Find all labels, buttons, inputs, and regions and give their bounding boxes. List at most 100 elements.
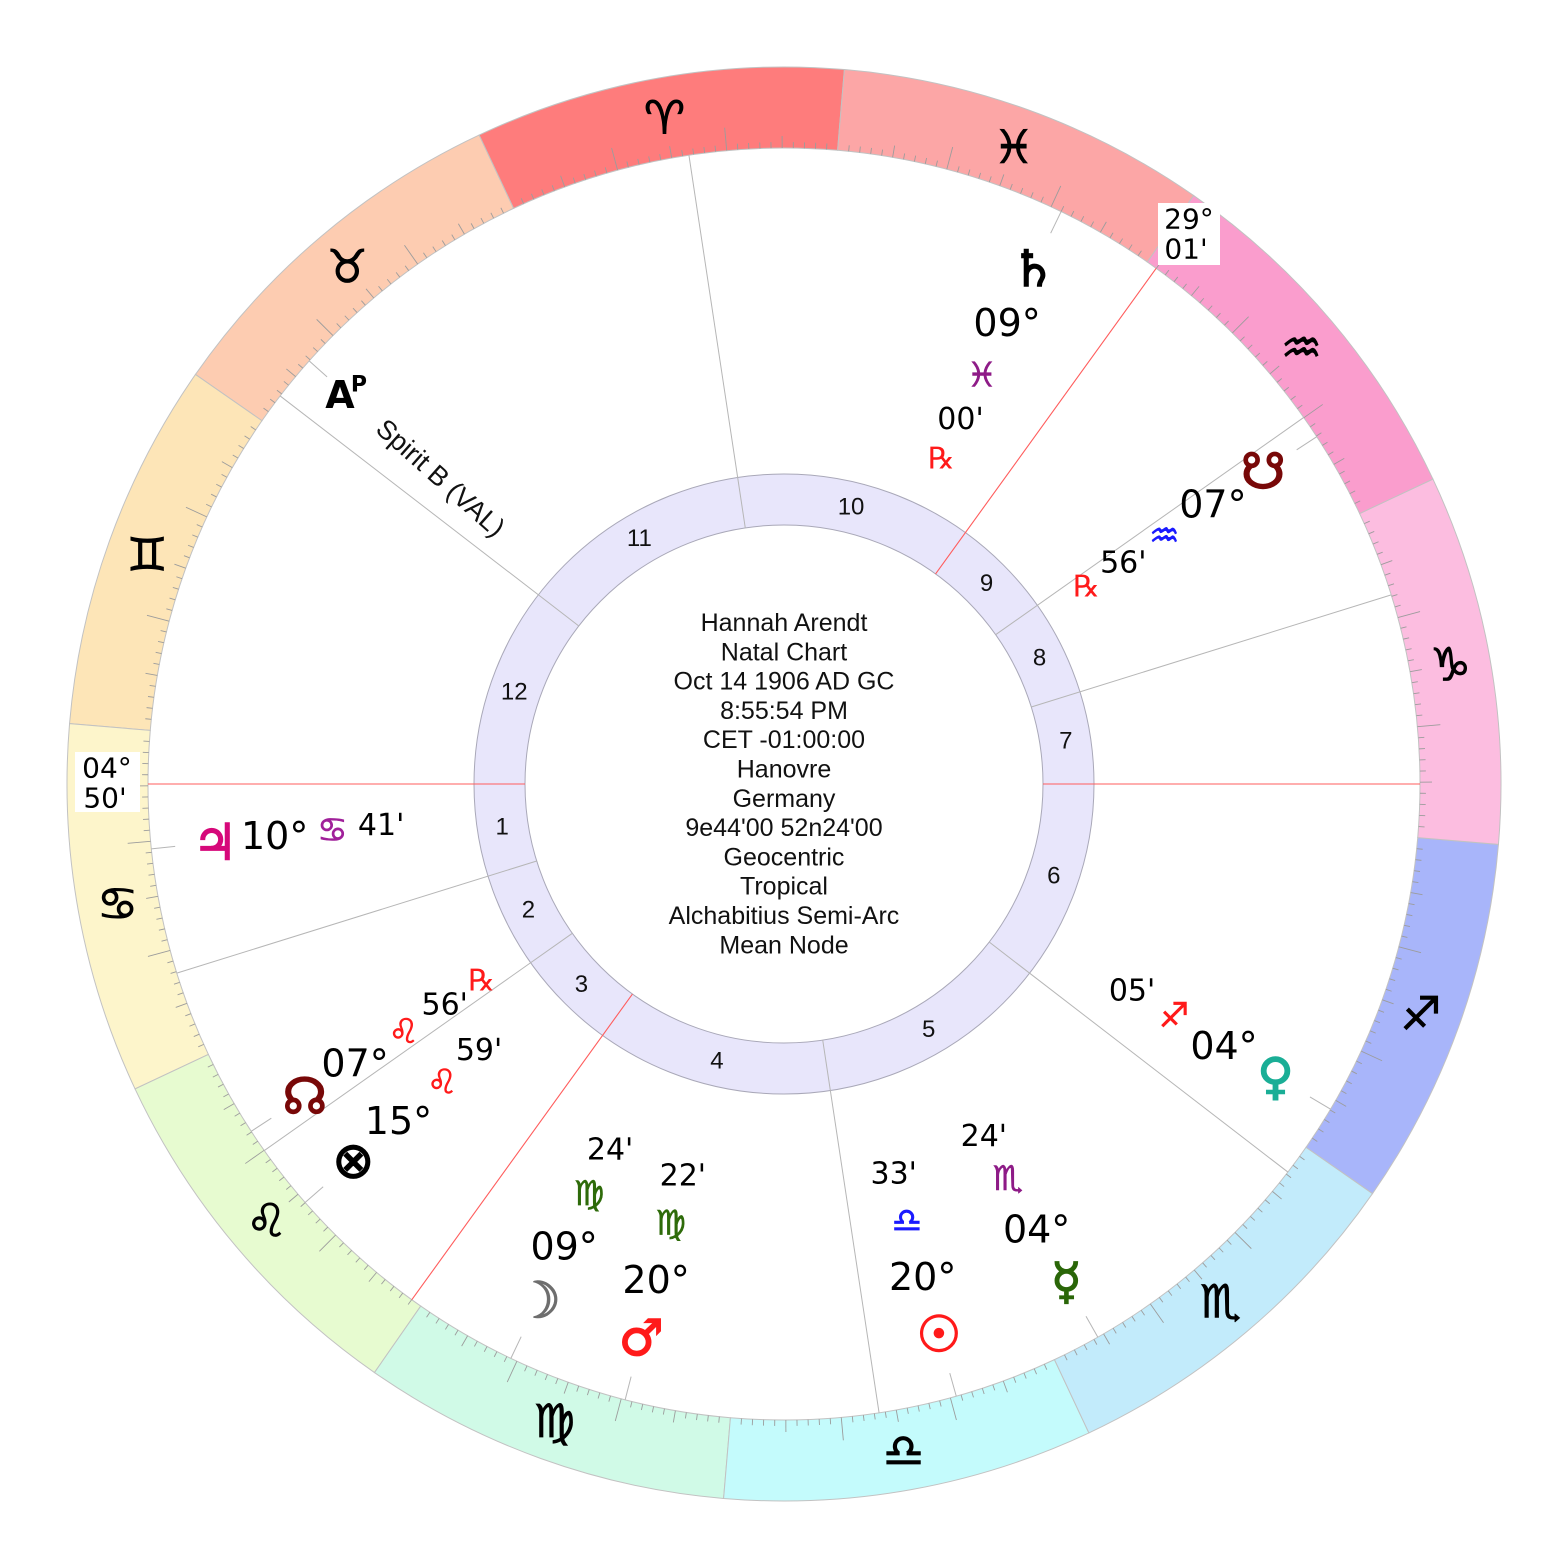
- degree-tick: [608, 1395, 611, 1402]
- midheaven-label-box: [1158, 203, 1220, 265]
- degree-tick: [145, 851, 152, 854]
- degree-tick: [1269, 365, 1280, 375]
- degree-tick: [630, 1401, 633, 1408]
- degree-tick: [662, 1408, 665, 1415]
- ascendant-minute: 50': [83, 782, 126, 815]
- moon-icon: ☽: [516, 1272, 561, 1330]
- house-number-4: 4: [710, 1047, 723, 1074]
- degree-tick: [347, 1250, 352, 1256]
- cusp-line-house-2: [176, 860, 537, 974]
- venus-icon: ♀: [1257, 1047, 1294, 1105]
- degree-tick: [210, 493, 217, 498]
- venus-minute: 05': [1109, 974, 1155, 1009]
- info-line-5: CET -01:00:00: [703, 726, 865, 754]
- degree-tick: [232, 454, 239, 459]
- degree-tick: [288, 1193, 299, 1203]
- degree-tick: [946, 146, 954, 170]
- zodiac-ring: ♈︎♉︎♊︎♋︎♌︎♍︎♎︎♏︎♐︎♑︎♒︎♓︎: [66, 66, 1502, 1502]
- degree-tick: [714, 145, 717, 152]
- info-line-7: Germany: [733, 785, 836, 813]
- part-of-fortune-minute: 59': [456, 1033, 502, 1068]
- degree-tick: [240, 1122, 246, 1127]
- degree-tick: [1109, 232, 1114, 239]
- degree-tick: [1283, 386, 1290, 392]
- degree-tick: [285, 1185, 292, 1190]
- north-node-minute: 56': [422, 988, 468, 1023]
- degree-tick: [1232, 316, 1249, 334]
- degree-tick: [555, 1378, 559, 1385]
- degree-tick: [999, 174, 1005, 186]
- house-number-9: 9: [980, 570, 993, 597]
- degree-tick: [1376, 551, 1383, 555]
- spirit-b-position-marker: [308, 360, 328, 378]
- degree-tick: [146, 895, 159, 899]
- house-number-11: 11: [627, 525, 652, 552]
- degree-tick: [169, 597, 176, 601]
- degree-tick: [1149, 1303, 1164, 1323]
- degree-tick: [150, 884, 157, 887]
- degree-tick: [183, 555, 190, 559]
- degree-tick: [1264, 1199, 1271, 1205]
- point-markers: [151, 211, 1331, 1400]
- degree-tick: [1416, 714, 1423, 717]
- degree-tick: [1103, 1333, 1111, 1345]
- moon-sign-icon: ♍︎: [574, 1174, 604, 1214]
- degree-tick: [160, 630, 167, 633]
- degree-tick: [960, 1394, 964, 1401]
- degree-tick: [355, 1257, 361, 1263]
- point-part-of-fortune: ⊗15°♌︎59': [332, 1033, 503, 1190]
- degree-tick: [177, 992, 184, 996]
- leo-icon: ♌︎: [246, 1194, 287, 1248]
- degree-tick: [1112, 1327, 1117, 1334]
- south-node-icon: ☋: [1241, 443, 1285, 501]
- degree-tick: [1351, 1070, 1358, 1075]
- point-mercury: ☿04°♏︎24': [961, 1119, 1083, 1311]
- degree-tick: [1392, 967, 1399, 971]
- axis-line-house-4: [411, 993, 633, 1301]
- point-saturn: ♄09°♓︎00'℞: [928, 239, 1057, 476]
- degree-tick: [1262, 361, 1268, 366]
- degree-tick: [1404, 924, 1411, 928]
- degree-tick: [146, 707, 153, 709]
- degree-tick: [252, 1140, 259, 1145]
- cusp-line-house-5: [822, 1040, 880, 1413]
- degree-tick: [935, 160, 938, 167]
- point-mars: ♂20°♍︎22': [618, 1159, 706, 1368]
- house-number-8: 8: [1033, 644, 1046, 671]
- saturn-degree: 09°: [973, 301, 1040, 345]
- moon-position-marker: [510, 1336, 522, 1359]
- degree-tick: [614, 1398, 622, 1422]
- degree-tick: [1122, 1322, 1127, 1328]
- degree-tick: [185, 1013, 192, 1017]
- degree-tick: [323, 1226, 329, 1232]
- house-number-2: 2: [522, 897, 535, 924]
- axis-line-house-10: [935, 267, 1157, 575]
- capricorn-icon: ♑︎: [1430, 637, 1471, 691]
- degree-tick: [145, 672, 158, 676]
- degree-tick: [1272, 1191, 1282, 1200]
- degree-tick: [1372, 541, 1379, 545]
- cancer-icon: ♋︎: [97, 877, 138, 931]
- degree-tick: [506, 1361, 518, 1383]
- degree-tick: [432, 246, 437, 252]
- degree-tick: [336, 323, 342, 329]
- retrograde-icon: ℞: [468, 964, 495, 999]
- degree-tick: [1380, 560, 1393, 566]
- degree-tick: [470, 223, 475, 229]
- degree-tick: [1250, 1216, 1256, 1221]
- degree-tick: [1329, 1109, 1336, 1114]
- midheaven-degree: 29°: [1164, 203, 1214, 236]
- degree-tick: [604, 167, 608, 174]
- degree-tick: [1335, 1100, 1347, 1107]
- degree-tick: [344, 315, 350, 321]
- degree-tick: [297, 363, 304, 369]
- degree-tick: [1242, 1224, 1248, 1229]
- degree-tick: [669, 146, 673, 159]
- degree-tick: [1408, 903, 1415, 906]
- degree-tick: [1226, 1239, 1232, 1245]
- degree-tick: [1210, 1255, 1216, 1261]
- point-venus: ♀04°♐︎05': [1109, 974, 1295, 1107]
- degree-tick: [1349, 490, 1356, 495]
- ascendant-label: 04° 50': [75, 752, 140, 815]
- degree-tick: [1050, 185, 1062, 207]
